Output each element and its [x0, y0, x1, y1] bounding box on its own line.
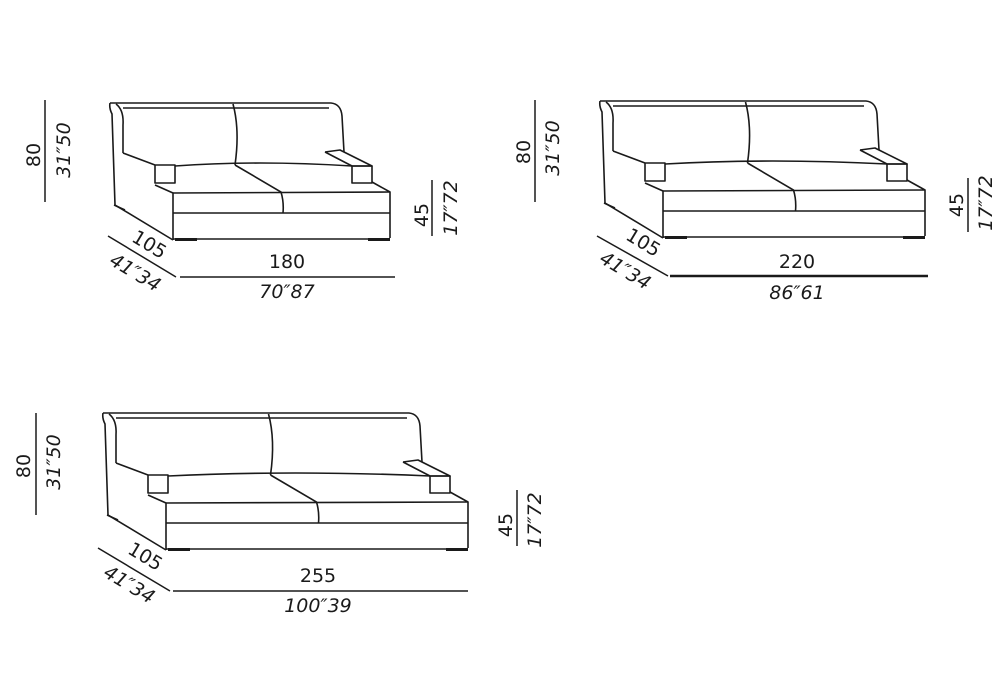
- seat-height-cm: 45: [495, 513, 517, 537]
- seat-right-side: [449, 491, 469, 548]
- seat-height-in: 17″72: [440, 180, 462, 235]
- sofa-220-group: 80 31″50 45 17″72 105 41″34 220 86″61: [513, 100, 997, 304]
- seat-front-top: [172, 191, 391, 194]
- sofa-180-drawing: [108, 102, 391, 241]
- left-arm: [612, 150, 666, 182]
- seat-right-side: [371, 181, 391, 238]
- width-in: 70″87: [259, 281, 314, 303]
- seat-height-in: 17″72: [975, 175, 997, 230]
- left-side-inner: [605, 101, 614, 151]
- cushion-seam: [747, 162, 797, 212]
- depth-line: [97, 547, 171, 592]
- left-arm: [122, 152, 176, 184]
- seat-back-edge: [664, 160, 888, 165]
- seat-height-cm: 45: [411, 203, 433, 227]
- width-cm: 180: [269, 251, 305, 273]
- height-cm: 80: [513, 140, 535, 164]
- left-arm: [115, 462, 169, 494]
- height-in: 31″50: [542, 120, 564, 175]
- left-side-inner: [115, 103, 124, 153]
- leg-right: [903, 236, 925, 239]
- right-arm-top: [324, 149, 373, 167]
- seat-right-side: [906, 179, 926, 236]
- sofa-255-group: 80 31″50 45 17″72 105 41″34 255 100″39: [13, 412, 546, 617]
- right-arm-front: [351, 165, 373, 184]
- leg-left: [665, 236, 687, 239]
- seat-back-edge: [167, 472, 431, 477]
- backrest-top: [110, 102, 345, 153]
- left-side-outline: [598, 100, 664, 239]
- right-arm-front: [429, 475, 451, 494]
- depth-line: [107, 235, 177, 278]
- seat-height-cm: 45: [946, 193, 968, 217]
- width-in: 86″61: [769, 282, 824, 304]
- leg-right: [446, 548, 468, 551]
- height-cm: 80: [23, 143, 45, 167]
- left-cushion-side: [147, 494, 167, 550]
- left-cushion-side: [154, 184, 174, 240]
- seat-height-in: 17″72: [524, 492, 546, 547]
- back-seam: [267, 413, 274, 476]
- width-cm: 255: [300, 565, 336, 587]
- depth-line: [596, 235, 669, 277]
- seat-front-top: [662, 189, 926, 192]
- right-arm-top: [859, 147, 908, 165]
- left-foot-shadow: [603, 202, 616, 209]
- leg-left: [175, 238, 197, 241]
- depth-cm: 105: [124, 538, 166, 576]
- sofa-180-group: 80 31″50 45 17″72 105 41″34 180 70″87: [23, 100, 462, 303]
- right-arm-front: [886, 163, 908, 182]
- leg-left: [168, 548, 190, 551]
- sofa-220-drawing: [598, 100, 926, 239]
- seat-front-top: [165, 501, 469, 504]
- width-cm: 220: [779, 251, 815, 273]
- cushion-seam: [234, 164, 285, 214]
- cushion-seam: [270, 474, 320, 524]
- height-in: 31″50: [43, 434, 65, 489]
- left-foot-shadow: [106, 514, 119, 521]
- leg-right: [368, 238, 390, 241]
- left-side-inner: [108, 413, 117, 463]
- right-arm-top: [402, 459, 451, 477]
- left-foot-shadow: [113, 204, 126, 211]
- back-seam: [232, 103, 238, 166]
- depth-cm: 105: [622, 224, 664, 262]
- backrest-top: [103, 412, 423, 463]
- sofa-255-drawing: [101, 412, 469, 551]
- seat-back-edge: [174, 162, 353, 167]
- depth-cm: 105: [128, 226, 170, 264]
- backrest-top: [600, 100, 880, 151]
- back-seam: [744, 101, 751, 164]
- height-in: 31″50: [53, 122, 75, 177]
- left-side-outline: [101, 412, 167, 551]
- left-cushion-side: [644, 182, 664, 238]
- left-side-outline: [108, 102, 174, 241]
- height-cm: 80: [13, 454, 35, 478]
- width-in: 100″39: [284, 595, 352, 617]
